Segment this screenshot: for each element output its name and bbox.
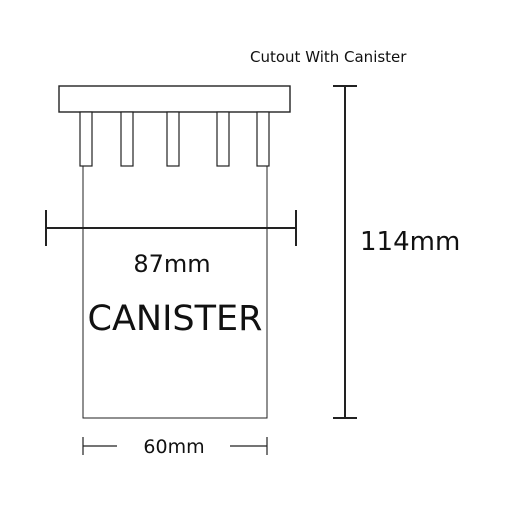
dimension-87mm	[45, 210, 297, 246]
mounting-pin	[216, 111, 230, 167]
dimension-60mm	[82, 437, 268, 455]
flange-plate	[58, 85, 291, 113]
diagram-title: Cutout With Canister	[250, 48, 407, 66]
mounting-pin	[79, 111, 93, 167]
dimension-label-60mm: 60mm	[143, 436, 204, 458]
dimension-label-87mm: 87mm	[133, 250, 210, 278]
mounting-pin	[166, 111, 180, 167]
canister-label: CANISTER	[88, 299, 263, 339]
mounting-pin	[256, 111, 270, 167]
mounting-pins	[79, 111, 270, 167]
mounting-pin	[120, 111, 134, 167]
dimension-114mm	[333, 85, 357, 419]
dimension-label-114mm: 114mm	[360, 227, 460, 257]
